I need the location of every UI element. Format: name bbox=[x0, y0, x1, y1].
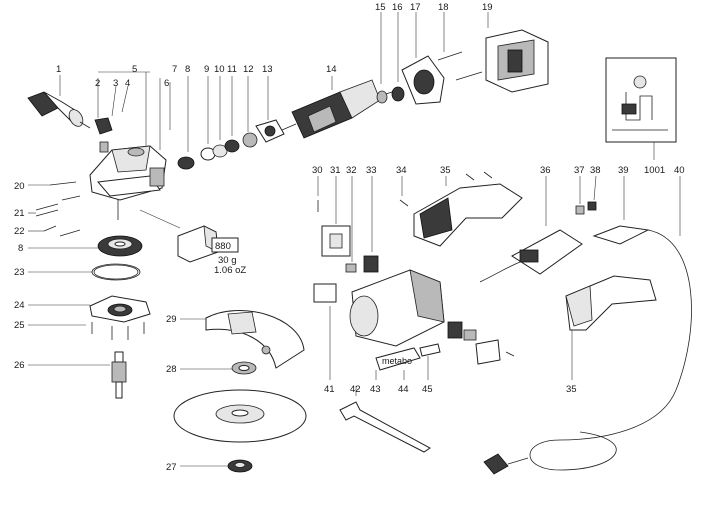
callout-26: 26 bbox=[14, 360, 25, 371]
callout-30: 30 bbox=[312, 165, 323, 176]
callout-8-left: 8 bbox=[18, 243, 23, 254]
bevel-gear bbox=[28, 235, 143, 257]
callout-35-bottom: 35 bbox=[566, 384, 577, 395]
motor-housing bbox=[349, 269, 445, 347]
callout-35-top: 35 bbox=[440, 165, 451, 176]
callout-37: 37 bbox=[574, 165, 585, 176]
flange-parts bbox=[94, 71, 150, 153]
callout-7: 7 bbox=[172, 64, 177, 75]
brush-spring bbox=[345, 176, 357, 273]
callout-22: 22 bbox=[14, 226, 25, 237]
callout-15: 15 bbox=[375, 2, 386, 13]
callout-29: 29 bbox=[166, 314, 177, 325]
outer-nut bbox=[180, 459, 253, 473]
callout-16: 16 bbox=[392, 2, 403, 13]
callout-33: 33 bbox=[366, 165, 377, 176]
brush-plate bbox=[321, 176, 351, 257]
callout-40: 40 bbox=[674, 165, 685, 176]
callout-31: 31 bbox=[330, 165, 341, 176]
armature bbox=[281, 76, 393, 139]
callout-11: 11 bbox=[227, 64, 237, 75]
o-ring bbox=[28, 263, 141, 281]
callout-27: 27 bbox=[166, 462, 177, 473]
callout-17: 17 bbox=[410, 2, 421, 13]
type-label bbox=[313, 283, 337, 380]
air-guide bbox=[401, 12, 445, 105]
callout-5: 5 bbox=[132, 64, 137, 75]
callout-32: 32 bbox=[346, 165, 357, 176]
callout-34: 34 bbox=[396, 165, 407, 176]
stator-screws bbox=[437, 12, 483, 81]
power-cable bbox=[483, 176, 692, 475]
callout-38: 38 bbox=[590, 165, 601, 176]
callout-2: 2 bbox=[95, 78, 100, 89]
pin-wrench bbox=[339, 386, 431, 453]
switch-assembly bbox=[479, 176, 583, 283]
callout-13: 13 bbox=[262, 64, 273, 75]
callout-8-top: 8 bbox=[185, 64, 190, 75]
callout-43: 43 bbox=[370, 384, 381, 395]
callout-1: 1 bbox=[56, 64, 61, 75]
bearing-stack bbox=[177, 76, 285, 170]
small-parts-37-38 bbox=[575, 175, 597, 215]
callout-44: 44 bbox=[398, 384, 409, 395]
callout-12: 12 bbox=[243, 64, 254, 75]
brush-cover bbox=[447, 321, 515, 365]
callout-28: 28 bbox=[166, 364, 177, 375]
wheel-guard bbox=[180, 310, 305, 369]
callout-10: 10 bbox=[214, 64, 225, 75]
grease-amount-imperial: 1.06 oZ bbox=[214, 265, 246, 276]
grease-amount-metric: 30 g bbox=[218, 255, 237, 266]
grease-tube: 880 30 g 1.06 oZ bbox=[177, 225, 246, 276]
callout-23: 23 bbox=[14, 267, 25, 278]
spindle bbox=[28, 351, 127, 399]
callout-3: 3 bbox=[113, 78, 118, 89]
logo-plate: metabo bbox=[375, 343, 441, 380]
callout-14: 14 bbox=[326, 64, 337, 75]
callout-9: 9 bbox=[204, 64, 209, 75]
detail-box bbox=[605, 57, 677, 160]
callout-25: 25 bbox=[14, 320, 25, 331]
bearing-flange bbox=[28, 295, 151, 323]
callout-6: 6 bbox=[164, 78, 169, 89]
gear-head-housing bbox=[89, 72, 181, 229]
handle-half-lower bbox=[565, 275, 657, 380]
screw-34 bbox=[399, 176, 409, 207]
callout-39: 39 bbox=[618, 165, 629, 176]
rear-bearings bbox=[376, 12, 405, 104]
callout-42: 42 bbox=[350, 384, 361, 395]
clamping-nut bbox=[180, 361, 257, 375]
screws-left bbox=[28, 181, 81, 237]
plate-text: metabo bbox=[382, 356, 412, 366]
field-coil bbox=[485, 12, 549, 93]
callout-1001: 1001 bbox=[644, 165, 665, 176]
callout-41: 41 bbox=[324, 384, 335, 395]
callout-20: 20 bbox=[14, 181, 25, 192]
callout-21: 21 bbox=[14, 208, 25, 219]
flange-screws bbox=[28, 322, 145, 340]
callout-4: 4 bbox=[125, 78, 130, 89]
callout-45: 45 bbox=[422, 384, 433, 395]
handle-half-upper bbox=[413, 171, 523, 247]
callout-labels: 1 2 3 4 5 6 7 8 9 10 11 12 13 14 15 16 1… bbox=[14, 2, 685, 473]
callout-18: 18 bbox=[438, 2, 449, 13]
grinding-disc bbox=[173, 389, 307, 443]
callout-19: 19 bbox=[482, 2, 493, 13]
side-handle bbox=[27, 75, 91, 129]
grease-tube-label: 880 bbox=[215, 241, 231, 252]
callout-36: 36 bbox=[540, 165, 551, 176]
callout-24: 24 bbox=[14, 300, 25, 311]
brush-holder bbox=[363, 176, 379, 273]
